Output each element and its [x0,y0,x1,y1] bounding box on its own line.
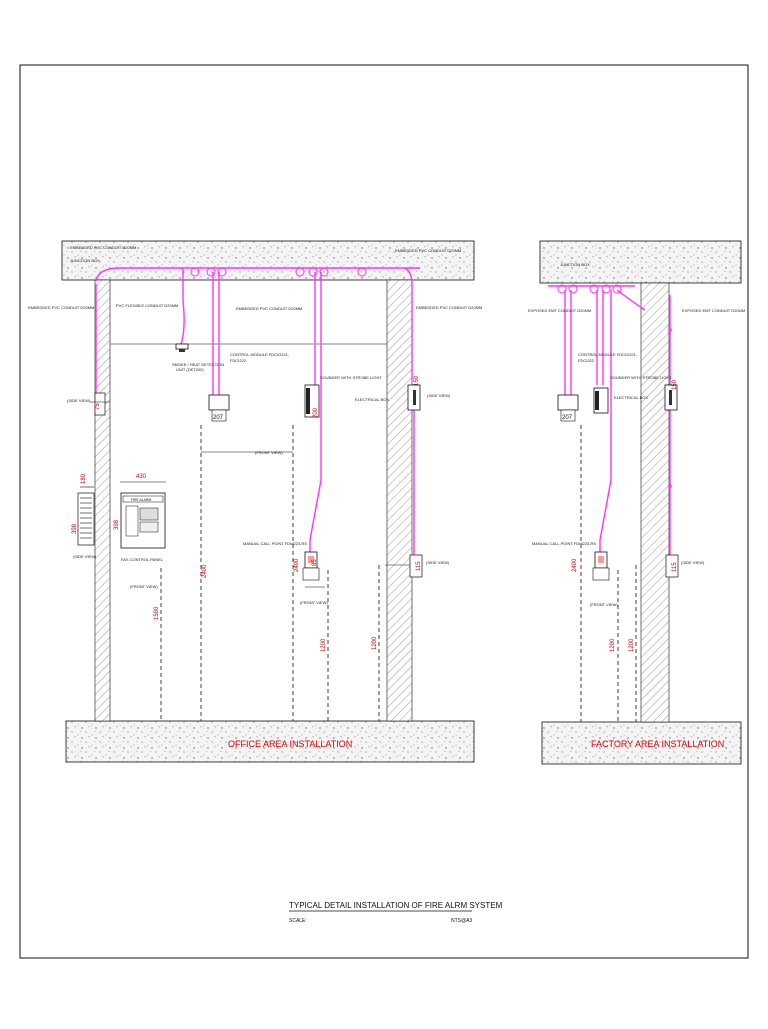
label-exposed-conduit-left: EMBEDDED PVC CONDUIT D20MM [28,305,94,310]
louver-panel [77,492,95,546]
label-fas-panel: FAS CONTROL PANEL [121,557,164,562]
label-electrical-box: ELECTRICAL BOX [355,397,389,402]
dim-398b: 398 [114,519,120,530]
smoke-detector-icon [175,343,189,352]
factory-floor-slab [541,721,742,765]
dim-1200b: 1200 [372,636,378,650]
factory-label-electrical-box: ELECTRICAL BOX [614,395,648,400]
office-right-wall [386,279,413,722]
factory-label-control-module: CONTROL MODULE FDCIO221, [578,352,637,357]
label-front-view-panel: (FRONT VIEW) [130,584,158,589]
dim-150: 150 [414,375,420,386]
label-pvc-flexible: PVC FLEXIBLE CONDUIT D20MM [116,303,178,308]
factory-dimension-text: 2400 1200 1200 207 150 115 [562,379,678,652]
drawing-title: TYPICAL DETAIL INSTALLATION OF FIRE ALRM… [289,901,503,910]
factory-dim-1200b: 1200 [629,638,635,652]
factory-conduits [548,285,671,556]
label-smoke-detector-2: UNIT (DET200) [176,367,204,372]
factory-wall-mcp [665,554,679,578]
office-dim-solid [80,401,410,588]
factory-sounder-icon [593,387,609,414]
fas-control-panel: FIRE ALARM [120,492,166,549]
label-embedded-conduit-top: EMBEDDED PVC CONDUIT D20MM [70,245,136,250]
factory-dim-207: 207 [562,415,573,421]
office-dim-lines [160,425,380,721]
factory-label-sounder: SOUNDER WITH STROBE LIGHT [610,375,672,380]
factory-label-exposed-conduit-right: EXPOSED EMT CONDUIT D20MM [682,308,745,313]
factory-wall [640,282,670,723]
label-control-module-2: FDCI222 [230,358,247,363]
factory-manual-call-point-icon [592,551,610,581]
office-ceiling-slab [61,240,475,281]
scale-label: SCALE: [289,918,307,924]
office-section-title: OFFICE AREA INSTALLATION [228,739,352,749]
electrical-box-icon [407,384,421,411]
dim-2400a: 2400 [202,564,208,578]
office-conduits [95,267,420,556]
label-embedded-conduit-right-top: EMBEDDED PVC CONDUIT D20MM [395,248,461,253]
label-side-view-3: (SIDE VIEW) [73,554,97,559]
dim-2400b: 2400 [294,558,300,572]
label-embedded-conduit-right: EMBEDDED PVC CONDUIT D20MM [416,305,482,310]
factory-dim-lines [580,425,637,722]
factory-label-front-view: (FRONT VIEW) [590,602,618,607]
manual-call-point-icon [302,551,320,581]
dim-75: 75 [95,403,101,410]
dim-430: 430 [136,474,147,480]
dim-398a: 398 [72,523,78,534]
factory-ceiling-slab [539,240,742,284]
factory-junctions [557,284,622,294]
label-front-view-1: (FRONT VIEW) [255,450,283,455]
factory-labels: JUNCTION BOX EXPOSED EMT CONDUIT D20MM E… [528,262,745,607]
label-side-view-mcp: (SIDE VIEW) [426,560,450,565]
panel-header-text: FIRE ALARM [131,498,151,502]
factory-dim-150: 150 [672,379,678,390]
dim-1200a: 1200 [321,638,327,652]
factory-label-junction-box: JUNCTION BOX [560,262,590,267]
dim-1500: 1500 [154,606,160,620]
office-labels: EMBEDDED PVC CONDUIT D20MM JUNCTION BOX … [28,245,482,605]
scale-value: NTS@A3 [451,918,472,924]
label-side-view-2: (SIDE VIEW) [427,393,451,398]
office-floor-slab [65,720,475,763]
office-area: FIRE ALARM EMBEDDED PVC CONDUIT D20MM JU… [28,240,482,763]
factory-label-side-view: (SIDE VIEW) [681,560,705,565]
dim-200: 200 [313,407,319,418]
title-block: TYPICAL DETAIL INSTALLATION OF FIRE ALRM… [289,901,503,924]
label-junction-box: JUNCTION BOX [70,258,100,263]
sounder-strobe-icon [304,384,320,418]
factory-dim-1200a: 1200 [610,638,616,652]
factory-label-exposed-conduit-left: EXPOSED EMT CONDUIT D20MM [528,308,591,313]
label-manual-call-point: MANUAL CALL POINT FDM223-RS [243,541,307,546]
office-junctions [190,267,367,277]
dim-207: 207 [213,415,224,421]
left-wall-device [94,392,106,416]
label-embedded-conduit-mid: EMBEDDED PVC CONDUIT D20MM [236,306,302,311]
label-control-module: CONTROL MODULE FDCIO221, [230,352,289,357]
label-front-view-mcp: (FRONT VIEW) [300,600,328,605]
factory-conduit-clips [668,328,672,488]
factory-area: JUNCTION BOX EXPOSED EMT CONDUIT D20MM E… [528,240,745,765]
dim-85: 85 [312,559,318,566]
office-left-wall [94,279,111,722]
right-wall-mcp [409,554,423,578]
factory-label-control-module-2: FDCI222 [578,358,595,363]
sheet-border [19,64,749,959]
label-side-view-1: (SIDE VIEW) [67,398,91,403]
control-module-icon [208,394,230,422]
factory-section-title: FACTORY AREA INSTALLATION [591,739,724,749]
office-dimension-text: 180 430 398 398 1500 2400 2400 1200 1200… [72,375,422,652]
label-sounder: SOUNDER WITH STROBE LIGHT [320,375,382,380]
factory-label-manual-call-point: MANUAL CALL POINT FDM223-RS [532,541,596,546]
factory-dim-2400: 2400 [572,558,578,572]
dim-115: 115 [416,561,422,571]
label-smoke-detector: SMOKE / HEAT DETECTION [172,362,224,367]
factory-electrical-box-icon [664,384,678,411]
dim-180: 180 [81,473,87,484]
factory-control-module-icon [557,394,579,422]
factory-dim-115: 115 [672,562,678,572]
